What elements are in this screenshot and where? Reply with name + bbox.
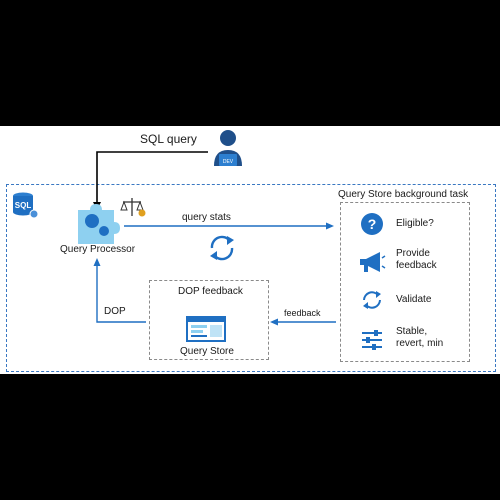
svg-text:?: ? <box>368 216 377 232</box>
feedback-arrow <box>270 318 336 326</box>
sliders-icon <box>362 330 382 350</box>
query-processor-label: Query Processor <box>60 244 136 255</box>
question-icon: ? <box>361 213 383 235</box>
user-badge-text: DEV <box>223 159 234 165</box>
sql-database-icon: SQL <box>10 190 40 220</box>
refresh-icon <box>363 291 381 309</box>
query-store-icon <box>186 316 226 342</box>
task-label-provide-feedback: Provide feedback <box>396 248 437 271</box>
query-stats-label: query stats <box>182 212 231 223</box>
query-processor-icon <box>74 204 120 244</box>
developer-user-icon: DEV <box>210 128 246 168</box>
query-store-label: Query Store <box>180 346 234 357</box>
feedback-label: feedback <box>284 308 321 318</box>
background-task-box <box>340 202 470 362</box>
cycle-refresh-icon <box>206 232 238 264</box>
query-stats-arrow <box>124 222 334 230</box>
sql-query-label: SQL query <box>140 132 197 146</box>
diagram-canvas: SQL DEV SQL query Query Processor <box>0 126 500 374</box>
dop-feedback-title: DOP feedback <box>178 286 243 297</box>
task-validate: Validate <box>356 286 466 316</box>
sql-server-boundary <box>6 184 496 372</box>
balance-scale-icon <box>120 196 146 218</box>
background-task-title: Query Store background task <box>338 189 469 200</box>
task-provide-feedback: Provide feedback <box>356 246 466 278</box>
task-label-eligible: Eligible? <box>396 218 434 229</box>
task-eligible: ? Eligible? <box>356 210 466 240</box>
dop-label: DOP <box>104 306 126 317</box>
task-stable-revert-min: Stable, revert, min <box>356 324 466 356</box>
task-label-validate: Validate <box>396 294 432 305</box>
dop-feedback-box <box>149 280 269 360</box>
sql-badge-text: SQL <box>15 201 32 210</box>
dop-arrow <box>93 258 146 323</box>
megaphone-icon <box>360 252 386 272</box>
task-label-stable-revert-min: Stable, revert, min <box>396 326 444 349</box>
